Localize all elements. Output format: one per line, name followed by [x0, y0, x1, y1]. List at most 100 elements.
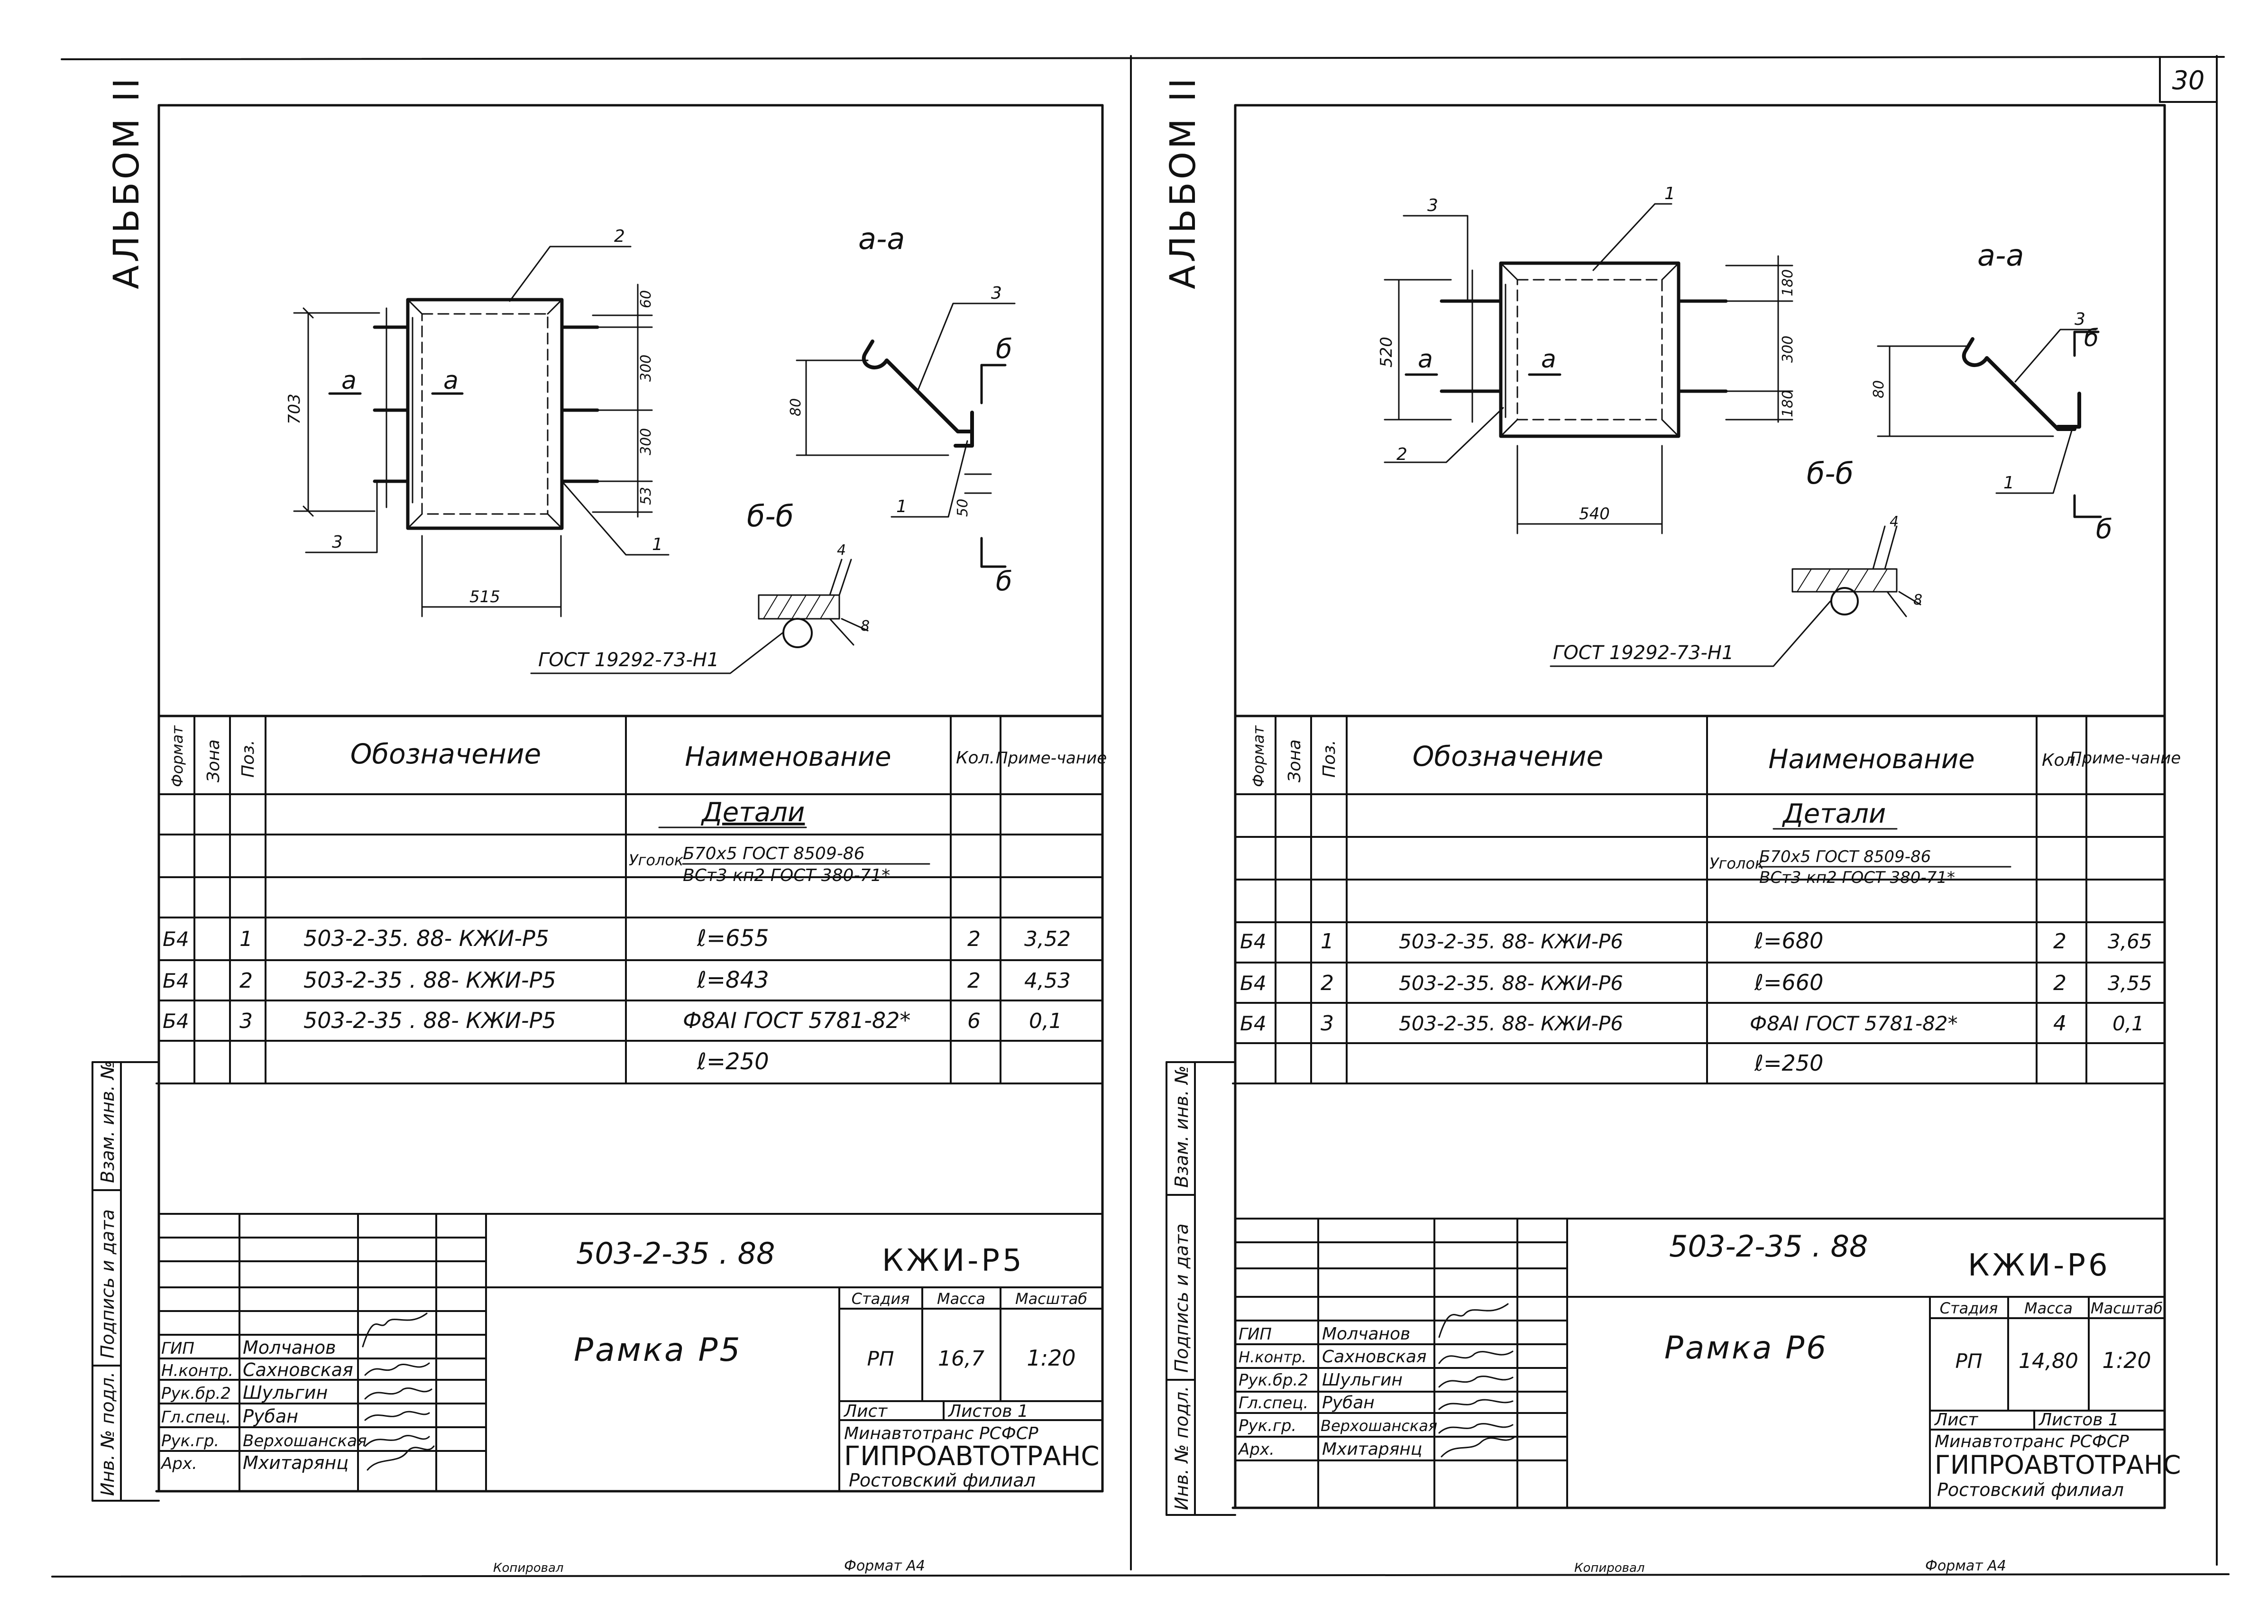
- doc-code: 503-2-35 . 88: [1669, 1229, 1868, 1264]
- table-row: ℓ=250: [697, 1048, 769, 1075]
- dim-53: 53: [638, 487, 654, 505]
- side-stamp: [92, 1061, 160, 1502]
- staff-role: Гл.спец.: [161, 1408, 231, 1427]
- staff-role: Рук.гр.: [1239, 1416, 1296, 1435]
- footer-copied: Копировал: [1574, 1561, 1645, 1575]
- staff-role: Н.контр.: [1239, 1348, 1306, 1366]
- org-name: ГИПРОАВТОТРАНС: [844, 1441, 1100, 1472]
- header-note: Приме-чание: [996, 749, 1107, 768]
- scale-header: Масштаб: [2091, 1299, 2163, 1317]
- row-designation: 503-2-35. 88- КЖИ-Р5: [303, 926, 549, 951]
- org-ministry: Минавтотранс РСФСР: [844, 1424, 1038, 1443]
- staff-row: Гл.спец. Рубан: [1239, 1393, 1375, 1413]
- weld-detail: 4 8 ГОСТ 19292-73-Н1: [530, 542, 870, 674]
- side-label-inv: Инв. № подл.: [97, 1372, 118, 1496]
- section-aa-title: а-а: [1977, 238, 2024, 273]
- staff-name: Молчанов: [1322, 1324, 1410, 1344]
- footer-format: Формат А4: [844, 1558, 925, 1574]
- footer-copied: Копировал: [493, 1561, 564, 1575]
- row-pos: 1: [1321, 929, 1334, 954]
- row-designation: 503-2-35 . 88- КЖИ-Р5: [303, 1008, 556, 1033]
- header-zone: Зона: [204, 739, 223, 782]
- row-name: ℓ=843: [697, 967, 769, 993]
- staff-row: ГИП Молчанов: [1239, 1324, 1410, 1344]
- org-branch: Ростовский филиал: [1937, 1479, 2124, 1500]
- row-name: ℓ=250: [697, 1048, 769, 1075]
- staff-name: Сахновская: [243, 1359, 353, 1380]
- table-row: Б4 3 503-2-35. 88- КЖИ-Р6 Ф8АI ГОСТ 5781…: [1240, 1011, 2144, 1036]
- sheet-label: Лист: [1934, 1410, 1978, 1430]
- leader-1: 1: [652, 535, 663, 554]
- row-designation: 503-2-35. 88- КЖИ-Р6: [1399, 972, 1623, 995]
- section-aa: а-а б б 80 3 1 б-б: [1807, 238, 2112, 545]
- staff-name: Мхитарянц: [1322, 1440, 1422, 1459]
- staff-name: Сахновская: [1322, 1347, 1427, 1367]
- org-ministry: Минавтотранс РСФСР: [1935, 1432, 2129, 1451]
- frame-elevation: а а 703 515 60: [285, 227, 670, 617]
- row-qty: 4: [2053, 1011, 2066, 1036]
- sheet-label: Лист: [843, 1402, 888, 1421]
- section-title: Детали: [700, 797, 805, 828]
- doc-mark: КЖИ-Р6: [1968, 1248, 2111, 1283]
- row-pos: 3: [239, 1009, 253, 1033]
- dim-8: 8: [861, 618, 870, 634]
- table-row: Б4 2 503-2-35. 88- КЖИ-Р6 ℓ=660 2 3,55: [1240, 970, 2152, 995]
- row-format: Б4: [1240, 1012, 1267, 1035]
- material-bottom: ВСт3 кп2 ГОСТ 380-71*: [1759, 868, 1955, 887]
- row-pos: 2: [239, 969, 253, 993]
- section-mark-a: а: [341, 367, 357, 395]
- page-number-box: 30: [2159, 56, 2218, 103]
- staff-role: Рук.бр.2: [161, 1384, 231, 1403]
- dim-180: 180: [1780, 390, 1796, 417]
- dim-300: 300: [1780, 336, 1796, 363]
- staff-role: ГИП: [161, 1339, 194, 1358]
- staff-role: Арх.: [160, 1454, 197, 1473]
- header-format: Формат: [168, 725, 186, 787]
- section-mark-b: б: [2096, 514, 2112, 545]
- row-note: 3,52: [1024, 927, 1071, 951]
- anchors: [1440, 299, 1728, 393]
- frame: [1231, 104, 2166, 1509]
- dim-515: 515: [469, 587, 500, 606]
- section-aa: а-а б б 80 50 3 1 б-б: [747, 221, 1016, 597]
- stage-value: РП: [867, 1347, 894, 1370]
- row-qty: 2: [967, 927, 981, 951]
- leader-3: 3: [991, 284, 1002, 303]
- header-designation: Обозначение: [1413, 740, 1603, 772]
- weld-gost: ГОСТ 19292-73-Н1: [538, 649, 719, 671]
- staff-row: Арх. Мхитарянц: [160, 1452, 349, 1473]
- dim-540: 540: [1579, 505, 1610, 523]
- row-qty: 2: [2053, 971, 2066, 995]
- staff-row: Рук.бр.2 Шульгин: [161, 1382, 328, 1403]
- side-label-signature: Подпись и дата: [1171, 1223, 1192, 1373]
- header-qty: Кол.: [2042, 751, 2081, 770]
- mass-header: Масса: [2024, 1299, 2073, 1317]
- spec-table: Формат Зона Поз. Обозначение Наименовани…: [1232, 715, 2181, 1084]
- header-pos: Поз.: [239, 740, 258, 778]
- org-name: ГИПРОАВТОТРАНС: [1935, 1450, 2181, 1480]
- staff-row: Рук.гр. Верхошанская: [1239, 1416, 1437, 1435]
- row-name: ℓ=660: [1754, 970, 1823, 995]
- header-pos: Поз.: [1320, 740, 1339, 778]
- dim-4: 4: [1890, 514, 1899, 530]
- section-mark-a: а: [443, 367, 459, 395]
- frame-inner: [1516, 279, 1663, 421]
- staff-row: ГИП Молчанов: [161, 1337, 336, 1358]
- header-name: Наименование: [1768, 744, 1974, 775]
- table-row: Б4 3 503-2-35 . 88- КЖИ-Р5 Ф8АI ГОСТ 578…: [163, 1008, 1062, 1033]
- scale-header: Масштаб: [1015, 1290, 1087, 1308]
- row-pos: 1: [239, 927, 253, 951]
- dim-180: 180: [1780, 269, 1796, 296]
- staff-role: ГИП: [1239, 1325, 1272, 1344]
- staff-name: Мхитарянц: [243, 1452, 349, 1473]
- staff-row: Гл.спец. Рубан: [161, 1406, 298, 1427]
- leader-3: 3: [332, 532, 343, 552]
- leader-2: 2: [1396, 445, 1407, 464]
- frame-inner: [421, 313, 549, 515]
- drawing-title: Рамка Р6: [1664, 1330, 1828, 1366]
- staff-row: Н.контр. Сахновская: [161, 1359, 353, 1380]
- album-label: АЛЬБОМ II: [106, 75, 147, 289]
- leader-1: 1: [896, 497, 907, 516]
- header-designation: Обозначение: [350, 738, 541, 770]
